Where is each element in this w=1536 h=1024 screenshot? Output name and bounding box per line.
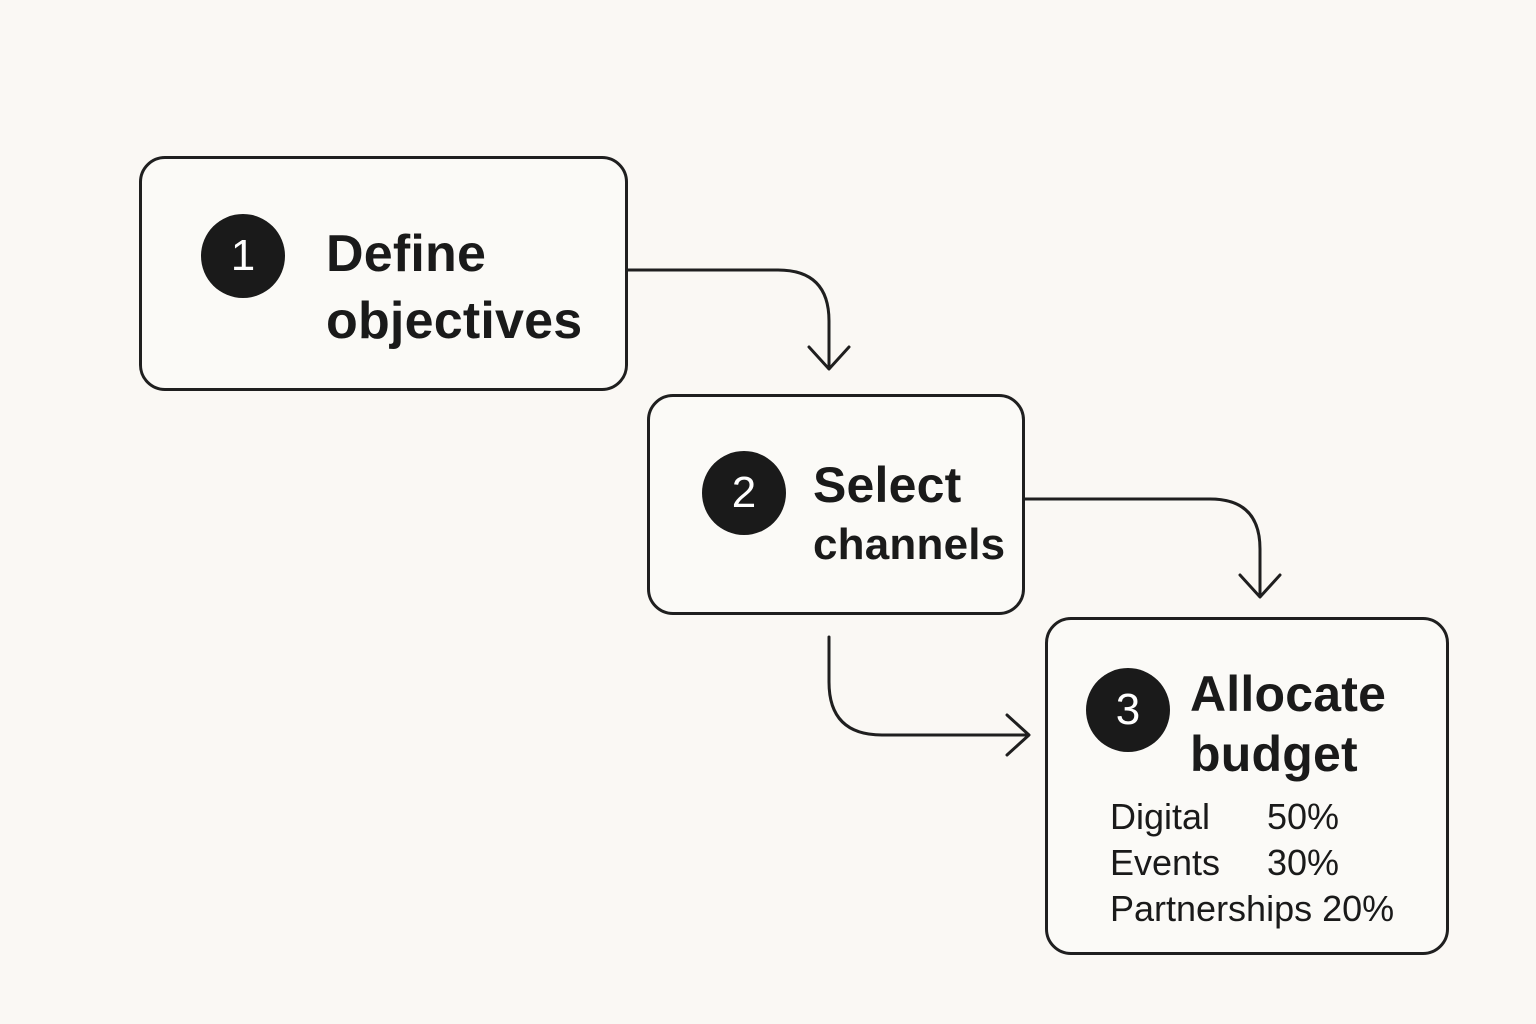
- step-3-title: Allocate budget: [1190, 664, 1386, 784]
- connector-step2-to-step3-side: [827, 635, 1028, 737]
- step-3-box: 3 Allocate budget Digital 50% Events 30% P…: [1045, 617, 1449, 955]
- step-3-badge: 3: [1086, 668, 1170, 752]
- step-1-box: 1 Define objectives: [139, 156, 628, 391]
- allocation-label: Events: [1110, 842, 1221, 883]
- allocation-value: 30%: [1267, 842, 1340, 883]
- step-2-title: Select channels: [813, 455, 1005, 575]
- step-1-badge: 1: [201, 214, 285, 298]
- allocation-label: Digital: [1110, 796, 1211, 837]
- arrowhead-down-icon: [1238, 573, 1282, 599]
- step-2-badge: 2: [702, 451, 786, 535]
- step-3-title-line-2: budget: [1190, 726, 1358, 782]
- allocation-row-events: Events 30%: [1110, 840, 1394, 886]
- allocation-label: Partnerships: [1110, 888, 1313, 929]
- step-2-box: 2 Select channels: [647, 394, 1025, 615]
- connector-step1-to-step2: [626, 268, 831, 368]
- step-2-title-line-1: Select: [813, 457, 962, 513]
- arrowhead-right-icon: [1005, 713, 1031, 757]
- arrowhead-down-icon: [807, 345, 851, 371]
- allocation-value: 20%: [1322, 888, 1395, 929]
- step-1-title-line-1: Define: [326, 225, 487, 283]
- allocation-row-digital: Digital 50%: [1110, 794, 1394, 840]
- allocation-value: 50%: [1267, 796, 1340, 837]
- step-1-title-line-2: objectives: [326, 292, 583, 350]
- connector-step2-to-step3: [1023, 497, 1262, 596]
- step-1-title: Define objectives: [326, 221, 582, 355]
- step-3-title-line-1: Allocate: [1190, 666, 1387, 722]
- step-2-title-line-2: channels: [813, 520, 1006, 569]
